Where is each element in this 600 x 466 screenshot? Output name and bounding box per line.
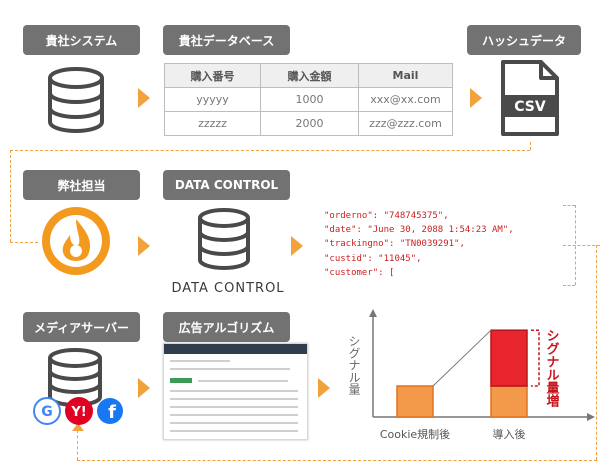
bar-base: [490, 385, 528, 418]
data-control-tag: DATA CONTROL: [163, 170, 290, 200]
connector-line: [10, 150, 530, 151]
table-header-row: 購入番号 購入金額 Mail: [164, 63, 453, 88]
database-icon: [198, 208, 250, 270]
hash-data-tag: ハッシュデータ: [467, 25, 581, 55]
x-axis-arrowhead: [587, 413, 595, 421]
y-axis-label: シグナル量: [347, 335, 361, 395]
x-tick-label: Cookie規制後: [380, 427, 450, 441]
media-server-tag: メディアサーバー: [23, 312, 140, 342]
facebook-letter: f: [108, 402, 116, 423]
connector-arrowhead: [72, 423, 84, 431]
json-line: "orderno": "748745375",: [324, 211, 449, 221]
signal-chart: シグナル量 Cookie規制後 導入後 シグナル量増: [347, 309, 595, 441]
connector-line: [563, 205, 575, 206]
our-team-tag: 弊社担当: [23, 170, 140, 200]
table-cell: zzz@zzz.com: [358, 111, 453, 136]
yahoo-letter: Y!: [70, 405, 86, 420]
table-row: yyyyy 1000 xxx@xx.com: [164, 87, 453, 112]
csv-label: CSV: [514, 99, 546, 115]
facebook-icon: [97, 398, 123, 424]
flow-arrow-3: [138, 236, 150, 256]
flame-logo-icon: [42, 207, 110, 275]
increase-bracket: [531, 329, 540, 387]
flow-arrow-2: [470, 88, 482, 108]
json-line: "customer": [: [324, 267, 395, 278]
json-data-block: "orderno": "748745375", "date": "June 30…: [324, 209, 514, 280]
media-logos: G Y! f: [33, 397, 123, 425]
json-line: "trackingno": "TN0039291",: [324, 239, 465, 250]
own-system-tag: 貴社システム: [23, 25, 140, 55]
flow-arrow-4: [291, 236, 303, 256]
table-cell: 2000: [260, 111, 359, 136]
ad-platform-screenshot: [163, 343, 308, 440]
connector-line: [596, 245, 597, 460]
ad-algorithm-tag: 広告アルゴリズム: [163, 312, 290, 342]
flow-arrow-1: [138, 88, 150, 108]
col-header-mail: Mail: [358, 63, 453, 88]
own-database-tag: 貴社データベース: [163, 25, 290, 55]
bar-increase: [490, 329, 528, 387]
customer-table: 購入番号 購入金額 Mail yyyyy 1000 xxx@xx.com zzz…: [164, 63, 453, 136]
col-header-order-no: 購入番号: [164, 63, 261, 88]
connector-line: [77, 460, 597, 461]
table-cell: yyyyy: [164, 87, 261, 112]
connector-line: [530, 142, 531, 150]
y-axis-arrowhead: [369, 309, 377, 317]
json-line: "custid": "11045",: [324, 253, 422, 264]
google-letter: G: [41, 404, 53, 420]
bar-base: [396, 385, 434, 418]
table-cell: zzzzz: [164, 111, 261, 136]
table-cell: 1000: [260, 87, 359, 112]
json-line: "date": "June 30, 2088 1:54:23 AM",: [324, 225, 514, 236]
x-tick-label: 導入後: [493, 427, 526, 441]
yahoo-icon: [65, 397, 93, 425]
table-cell: xxx@xx.com: [358, 87, 453, 112]
trend-line: [432, 329, 492, 387]
connector-line: [10, 150, 11, 242]
connector-line: [10, 242, 38, 243]
col-header-amount: 購入金額: [260, 63, 359, 88]
data-control-logo: DATA CONTROL: [171, 281, 285, 296]
database-icon: [48, 67, 104, 133]
connector-line: [77, 430, 78, 460]
google-icon: [33, 397, 61, 425]
flow-arrow-5: [138, 378, 150, 398]
connector-line: [563, 245, 600, 246]
increase-annotation: シグナル量増: [544, 329, 560, 407]
flow-arrow-6: [318, 378, 330, 398]
database-icon: [48, 348, 102, 407]
csv-file-icon: CSV: [501, 60, 559, 136]
connector-line: [563, 285, 575, 286]
table-row: zzzzz 2000 zzz@zzz.com: [164, 111, 453, 136]
